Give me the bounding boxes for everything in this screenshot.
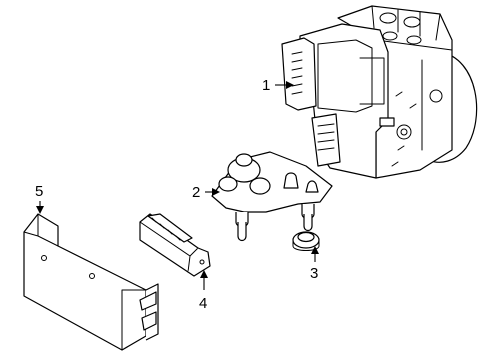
callout-5: 5 (35, 183, 43, 200)
leader-3 (311, 246, 319, 262)
part-1-hydraulic-unit[interactable] (281, 5, 478, 179)
part-5-bracket[interactable] (23, 213, 159, 351)
part-3-grommet[interactable] (292, 231, 320, 251)
leader-1 (275, 81, 294, 89)
callout-3: 3 (310, 265, 318, 282)
callout-4: 4 (199, 295, 207, 312)
callout-2: 2 (192, 184, 200, 201)
part-4-control-module[interactable] (139, 213, 211, 277)
part-2-mounting-bracket[interactable] (211, 151, 333, 242)
leader-5 (36, 201, 44, 214)
leader-2 (205, 188, 220, 196)
leader-4 (200, 270, 208, 290)
callout-1: 1 (262, 77, 270, 94)
